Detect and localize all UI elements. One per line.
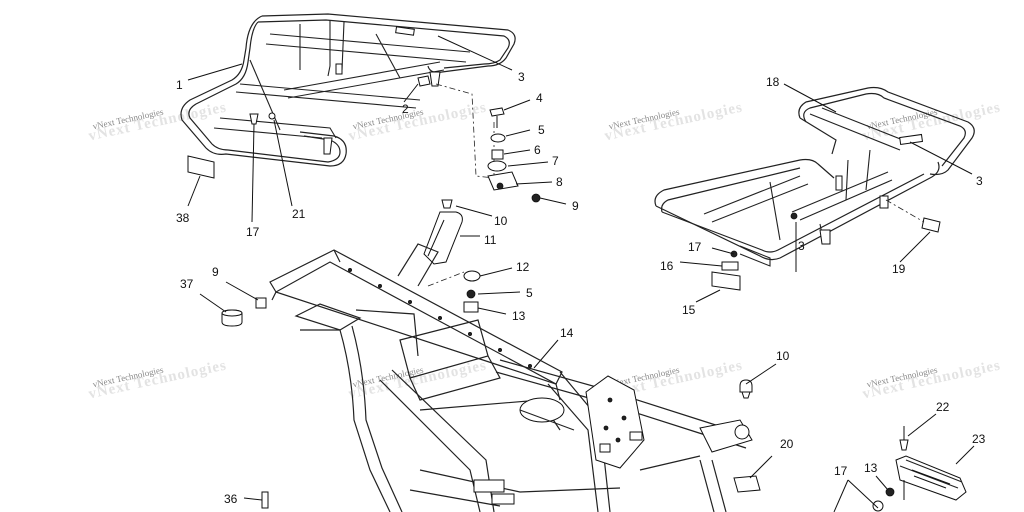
callout-18: 18 bbox=[766, 75, 780, 89]
bolt-2 bbox=[417, 75, 431, 87]
callout-12: 12 bbox=[516, 260, 530, 274]
callout-15: 15 bbox=[682, 303, 696, 317]
callout-7: 7 bbox=[552, 154, 559, 168]
callout-8: 8 bbox=[556, 175, 563, 189]
callout-6: 6 bbox=[534, 143, 541, 157]
callout-17b: 17 bbox=[688, 240, 702, 254]
nut-13 bbox=[463, 301, 479, 313]
washer-5b bbox=[466, 289, 476, 299]
bolt-22 bbox=[899, 439, 909, 451]
callout-2: 2 bbox=[402, 102, 409, 116]
callout-3a: 3 bbox=[518, 70, 525, 84]
bushing-7 bbox=[487, 160, 507, 172]
callout-3c: 3 bbox=[798, 239, 805, 253]
loose-parts-left bbox=[221, 297, 269, 509]
block-20 bbox=[733, 475, 761, 493]
mount-hardware-stack bbox=[435, 83, 541, 203]
nut-9 bbox=[531, 193, 541, 203]
leader-lines bbox=[187, 35, 975, 512]
screw-16 bbox=[721, 261, 739, 271]
right-parts bbox=[733, 379, 967, 512]
callout-22: 22 bbox=[936, 400, 950, 414]
callout-labels: 1 2 3 4 5 6 7 8 9 10 11 12 5 13 14 9 37 … bbox=[176, 70, 986, 506]
reflector-15 bbox=[711, 271, 741, 291]
callout-36: 36 bbox=[224, 492, 238, 506]
callout-10a: 10 bbox=[494, 214, 508, 228]
callout-21: 21 bbox=[292, 207, 306, 221]
callout-11: 11 bbox=[484, 233, 497, 247]
callout-16: 16 bbox=[660, 259, 674, 273]
frame-support bbox=[423, 199, 481, 313]
callout-23: 23 bbox=[972, 432, 986, 446]
rear-rack bbox=[654, 86, 975, 291]
callout-5a: 5 bbox=[538, 123, 545, 137]
callout-37: 37 bbox=[180, 277, 194, 291]
callout-13a: 13 bbox=[512, 309, 526, 323]
spacer-6 bbox=[491, 149, 504, 160]
cap-10b bbox=[739, 379, 753, 393]
callout-14: 14 bbox=[560, 326, 574, 340]
screw-21 bbox=[268, 112, 276, 120]
callout-17a: 17 bbox=[246, 225, 260, 239]
support-11 bbox=[423, 211, 463, 265]
callout-1: 1 bbox=[176, 78, 183, 92]
callout-9a: 9 bbox=[572, 199, 579, 213]
bolt-4 bbox=[489, 107, 505, 117]
washer-17c bbox=[872, 500, 884, 512]
callout-5b: 5 bbox=[526, 286, 533, 300]
callout-9b: 9 bbox=[212, 265, 219, 279]
washer-5 bbox=[490, 133, 506, 143]
callout-20: 20 bbox=[780, 437, 794, 451]
front-rack bbox=[180, 13, 516, 179]
cap-10 bbox=[441, 199, 453, 209]
bolt-19 bbox=[921, 217, 941, 233]
washer-12 bbox=[463, 270, 481, 282]
bolt-36 bbox=[261, 491, 269, 509]
callout-19: 19 bbox=[892, 262, 906, 276]
bracket-8 bbox=[487, 171, 519, 191]
callout-17c: 17 bbox=[834, 464, 848, 478]
main-frame bbox=[269, 243, 753, 512]
callout-13b: 13 bbox=[864, 461, 878, 475]
callout-38: 38 bbox=[176, 211, 190, 225]
reflector-38 bbox=[187, 155, 215, 179]
engine-plate bbox=[585, 375, 645, 469]
callout-10b: 10 bbox=[776, 349, 790, 363]
screw-17 bbox=[249, 113, 259, 125]
callout-4: 4 bbox=[536, 91, 543, 105]
callout-3b: 3 bbox=[976, 174, 983, 188]
nut-9b bbox=[255, 297, 267, 309]
